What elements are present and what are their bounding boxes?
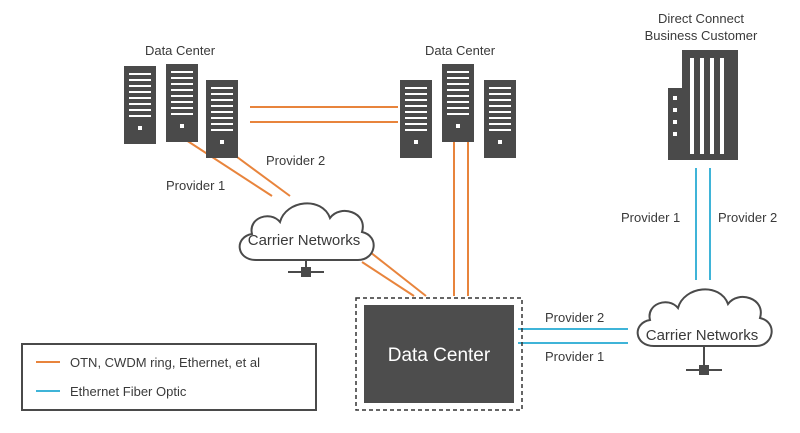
blue-links: [518, 168, 711, 344]
carrier-networks-left: Carrier Networks: [238, 202, 375, 277]
network-port-icon: [288, 260, 324, 277]
business-customer-building: Direct Connect Business Customer: [645, 11, 758, 160]
customer-label-line1: Direct Connect: [658, 11, 744, 26]
data-center-left-label: Data Center: [145, 43, 216, 58]
data-center-middle: Data Center: [400, 43, 516, 158]
carrier-networks-right: Carrier Networks: [636, 288, 773, 375]
legend-item-1-label: Ethernet Fiber Optic: [70, 384, 187, 399]
data-center-main: Data Center: [355, 297, 523, 411]
building-icon: [668, 50, 738, 160]
data-center-middle-label: Data Center: [425, 43, 496, 58]
carrier-networks-right-label: Carrier Networks: [646, 327, 759, 344]
customer-label-line2: Business Customer: [645, 28, 758, 43]
carrier-networks-left-label: Carrier Networks: [248, 232, 361, 249]
link-label-right-provider1: Provider 1: [621, 210, 680, 225]
link-label-right-provider2: Provider 2: [718, 210, 777, 225]
link-label-bottom-provider2: Provider 2: [545, 310, 604, 325]
legend-item-0-label: OTN, CWDM ring, Ethernet, et al: [70, 355, 260, 370]
data-center-left: Data Center: [124, 43, 238, 158]
network-port-icon: [686, 346, 722, 375]
legend: OTN, CWDM ring, Ethernet, et al Ethernet…: [21, 343, 317, 411]
link-label-left-provider1: Provider 1: [166, 178, 225, 193]
link-label-left-provider2: Provider 2: [266, 153, 325, 168]
data-center-main-label: Data Center: [388, 345, 491, 366]
link-label-bottom-provider1: Provider 1: [545, 349, 604, 364]
